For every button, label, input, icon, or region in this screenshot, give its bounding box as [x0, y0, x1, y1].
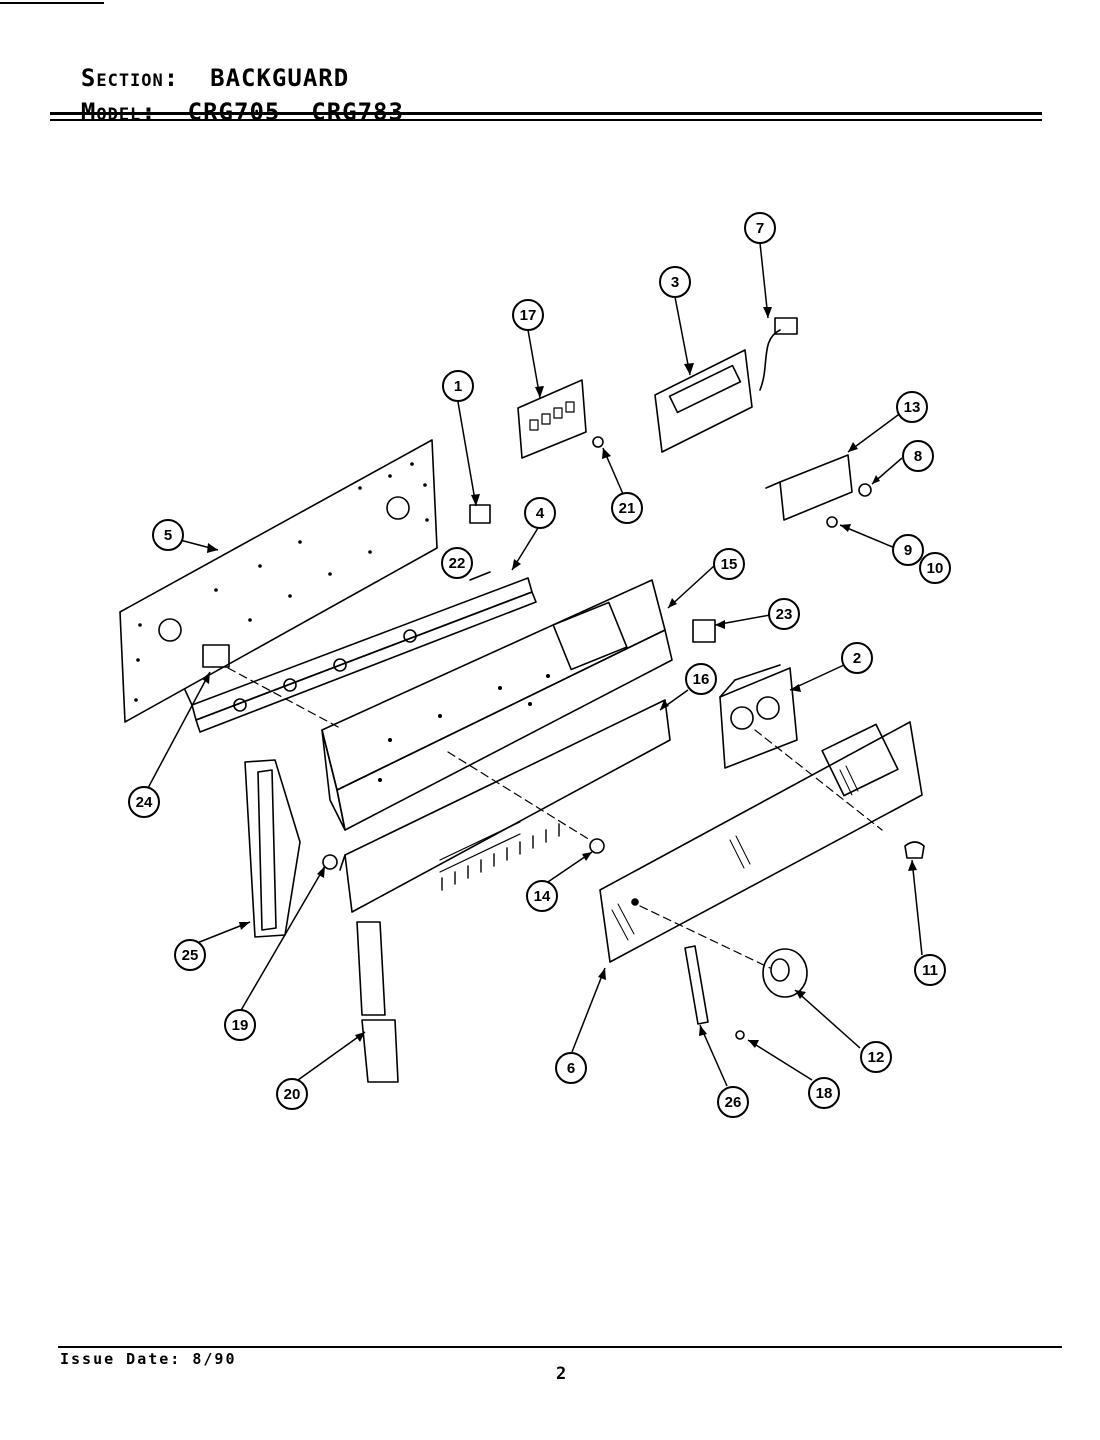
svg-text:5: 5: [164, 527, 172, 544]
part-7-harness: [759, 329, 781, 391]
callout-12: 12: [860, 1041, 892, 1073]
part-9-nut: [826, 516, 838, 528]
svg-text:25: 25: [182, 947, 199, 964]
leader-lines: [147, 242, 923, 1087]
svg-text:26: 26: [725, 1094, 742, 1111]
svg-text:14: 14: [534, 888, 551, 905]
top-rule: [0, 2, 104, 4]
svg-text:18: 18: [816, 1085, 833, 1102]
part-8-spring: [858, 483, 872, 497]
part-2-switch-bracket: [719, 664, 798, 769]
part-14-bulb: [589, 838, 605, 854]
svg-text:8: 8: [914, 448, 922, 465]
issue-label: Issue Date:: [60, 1350, 182, 1368]
callout-14: 14: [526, 880, 558, 912]
callout-1: 1: [442, 370, 474, 402]
issue-date-value: 8/90: [192, 1350, 237, 1368]
callout-7: 7: [744, 212, 776, 244]
svg-text:10: 10: [927, 560, 944, 577]
svg-text:17: 17: [520, 307, 537, 324]
section-label: Section:: [80, 64, 180, 92]
callout-5: 5: [152, 519, 184, 551]
header-rule-bottom: [50, 119, 1042, 121]
svg-text:23: 23: [776, 606, 793, 623]
part-25-end-cap: [244, 759, 301, 938]
part-6-glass-panel: [599, 721, 923, 963]
svg-text:12: 12: [868, 1049, 885, 1066]
svg-text:22: 22: [449, 555, 466, 572]
callout-6: 6: [555, 1052, 587, 1084]
svg-text:1: 1: [454, 378, 462, 395]
callout-9: 9: [892, 534, 924, 566]
part-21-screw: [592, 436, 604, 448]
callout-17: 17: [512, 299, 544, 331]
callout-18: 18: [808, 1077, 840, 1109]
callout-25: 25: [174, 939, 206, 971]
part-24-terminal: [202, 644, 230, 668]
callout-23: 23: [768, 598, 800, 630]
part-1-switch: [469, 504, 491, 524]
svg-text:9: 9: [904, 542, 912, 559]
section-line: Section: BACKGUARD: [50, 36, 349, 92]
part-7-plug: [774, 317, 798, 335]
callout-11: 11: [914, 954, 946, 986]
part-18-screw: [735, 1030, 745, 1040]
callout-24: 24: [128, 786, 160, 818]
callout-2: 2: [841, 642, 873, 674]
page-number: 2: [556, 1364, 567, 1384]
part-12-knob: [762, 948, 808, 998]
callout-10: 10: [919, 552, 951, 584]
part-26-trim-strip: [684, 945, 709, 1025]
part-23-relay: [692, 619, 716, 643]
svg-text:3: 3: [671, 274, 679, 291]
header-rule-top: [50, 112, 1042, 115]
callout-16: 16: [685, 663, 717, 695]
svg-text:20: 20: [284, 1086, 301, 1103]
svg-text:15: 15: [721, 556, 738, 573]
part-13-selector-bracket: [765, 454, 853, 521]
svg-text:13: 13: [904, 399, 921, 416]
svg-text:4: 4: [536, 505, 545, 522]
callout-13: 13: [896, 391, 928, 423]
part-4-bracket: [184, 571, 537, 733]
callout-4: 4: [524, 497, 556, 529]
svg-text:19: 19: [232, 1017, 249, 1034]
svg-text:24: 24: [136, 794, 153, 811]
part-19-clip: [322, 854, 338, 870]
svg-text:16: 16: [693, 671, 710, 688]
section-value: BACKGUARD: [210, 64, 350, 92]
part-20-hinge: [356, 921, 399, 1083]
svg-text:6: 6: [567, 1060, 575, 1077]
callout-8: 8: [902, 440, 934, 472]
part-15-control-housing: [321, 579, 673, 831]
svg-text:11: 11: [922, 962, 938, 979]
callout-21: 21: [611, 492, 643, 524]
part-11-knob: [904, 841, 925, 859]
footer-rule: [58, 1346, 1062, 1348]
part-5-rear-panel: [119, 439, 438, 723]
part-3-control-board: [654, 349, 753, 453]
part-17-clock-board: [517, 379, 587, 459]
callout-3: 3: [659, 266, 691, 298]
svg-text:2: 2: [853, 650, 861, 667]
leader-arrowheads: [202, 307, 917, 1048]
svg-text:21: 21: [619, 500, 636, 517]
callout-19: 19: [224, 1009, 256, 1041]
callout-15: 15: [713, 548, 745, 580]
callout-20: 20: [276, 1078, 308, 1110]
part-16-lower-trim: [339, 699, 671, 913]
callout-26: 26: [717, 1086, 749, 1118]
svg-text:7: 7: [756, 220, 764, 237]
issue-date: Issue Date: 8/90: [60, 1350, 237, 1368]
callout-22: 22: [441, 547, 473, 579]
